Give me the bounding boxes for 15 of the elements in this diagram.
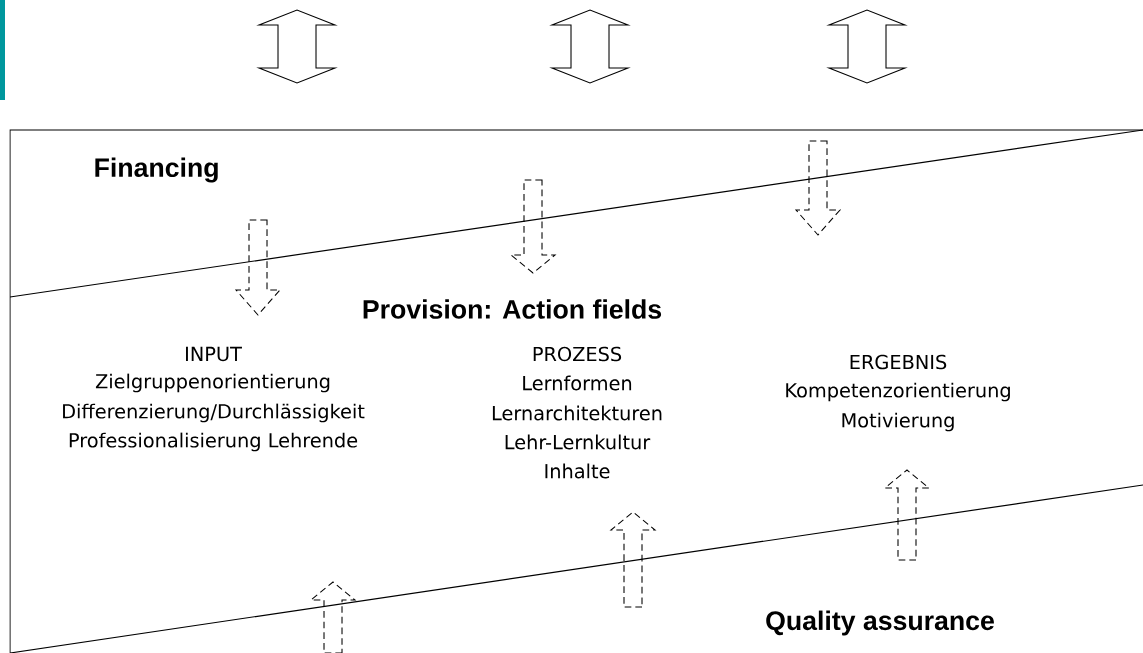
list-item: Inhalte xyxy=(545,463,610,479)
band-title: Provision: Action fields xyxy=(363,299,662,319)
list-item: Professionalisierung Lehrende xyxy=(69,432,358,452)
band-title: Quality assurance xyxy=(766,610,994,636)
list-item: INPUT xyxy=(186,346,242,362)
list-item: Kompetenzorientierung xyxy=(786,382,1010,402)
band-title: Financing xyxy=(95,157,218,183)
list-item: PROZESS xyxy=(533,346,622,362)
list-item: Lehr-Lernkultur xyxy=(505,434,651,450)
list-item: Lernarchitekturen xyxy=(492,405,662,421)
list-item: ERGEBNIS xyxy=(850,354,947,370)
list-item: Lernformen xyxy=(523,375,632,391)
list-item: Zielgruppenorientierung xyxy=(95,373,330,393)
list-item: Differenzierung/Durchlässigkeit xyxy=(63,403,365,423)
list-item: Motivierung xyxy=(842,412,954,432)
